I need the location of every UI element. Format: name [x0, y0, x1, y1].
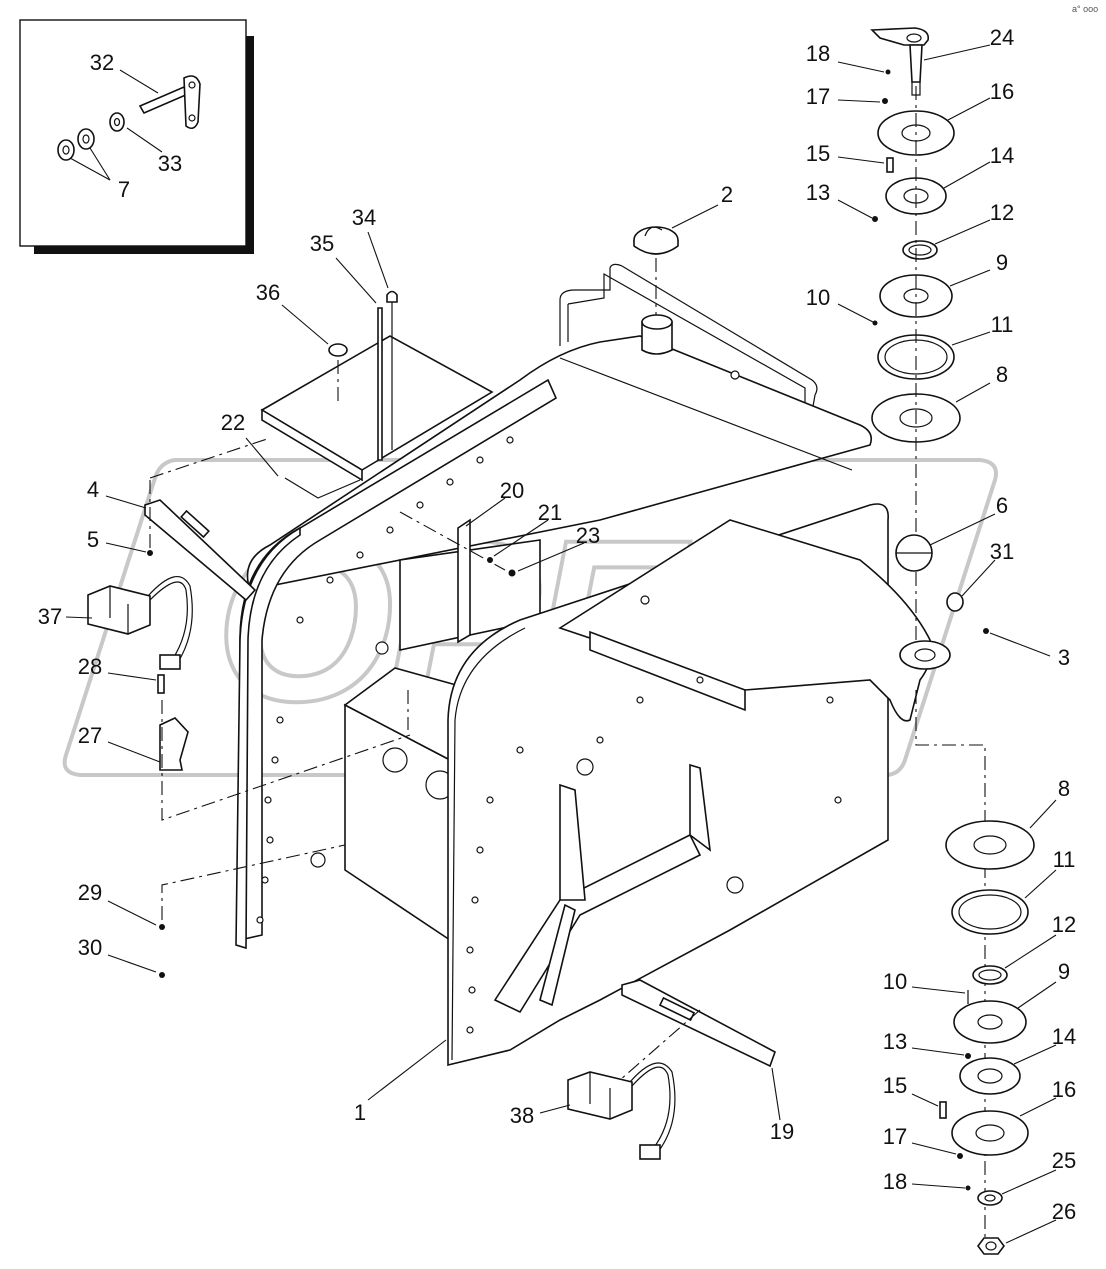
callout-c37: 37 [38, 604, 62, 629]
frame-top-deck [246, 335, 873, 591]
handle-4 [105, 437, 271, 602]
callout-c33: 33 [158, 151, 182, 176]
callout-c30: 30 [78, 935, 102, 960]
washer-17b [957, 1153, 963, 1159]
callout-c31: 31 [990, 539, 1014, 564]
callout-c11b: 11 [1053, 847, 1076, 872]
callout-c32: 32 [90, 50, 114, 75]
callout-c8b: 8 [1058, 776, 1070, 801]
callout-c2: 2 [721, 182, 733, 207]
washer-17 [882, 98, 888, 104]
bolt-35 [377, 307, 383, 461]
bolt-34 [386, 290, 398, 303]
top-cover-panel [245, 231, 494, 499]
plate-holes [256, 370, 842, 1034]
callout-c22: 22 [221, 410, 245, 435]
callout-c17b: 17 [883, 1124, 907, 1149]
pin-32-plate [183, 75, 201, 130]
grease-3 [983, 628, 989, 634]
callout-c11t: 11 [991, 312, 1014, 337]
callout-c27: 27 [78, 723, 102, 748]
callout-c38: 38 [510, 1103, 534, 1128]
pin-18b [965, 1185, 971, 1191]
callout-c13b: 13 [883, 1029, 907, 1054]
callout-c28: 28 [78, 654, 102, 679]
callout-c15t: 15 [806, 141, 830, 166]
nut-30 [159, 972, 165, 978]
callout-c19: 19 [770, 1119, 794, 1144]
callout-c17t: 17 [806, 84, 830, 109]
cap-2 [633, 204, 719, 318]
callout-c9t: 9 [996, 250, 1008, 275]
pin-10 [872, 320, 878, 326]
callout-c16b: 16 [1052, 1077, 1076, 1102]
callout-c18t: 18 [806, 41, 830, 66]
callout-c9b: 9 [1058, 959, 1070, 984]
nut-13b [965, 1053, 971, 1059]
bolt-15 [886, 157, 894, 173]
callout-c18b: 18 [883, 1169, 907, 1194]
bolt-28 [157, 674, 165, 694]
callout-c6: 6 [996, 493, 1008, 518]
callout-c10t: 10 [806, 285, 830, 310]
callout-c14t: 14 [990, 143, 1014, 168]
callout-c23: 23 [576, 523, 600, 548]
bracket-20 [457, 518, 471, 644]
callout-c36: 36 [256, 280, 280, 305]
callout-c29: 29 [78, 880, 102, 905]
callout-c21: 21 [538, 500, 562, 525]
callout-c12t: 12 [990, 200, 1014, 225]
lower-pivot-stack [911, 690, 1057, 1255]
callout-c8t: 8 [996, 362, 1008, 387]
callout-c24r: 24 [990, 25, 1014, 50]
handle-19 [619, 979, 781, 1121]
upper-pivot-stack [837, 27, 1051, 657]
callout-c3: 3 [1058, 645, 1070, 670]
callout-c12b: 12 [1052, 912, 1076, 937]
bracket-27 [107, 672, 411, 978]
callout-c15b: 15 [883, 1073, 907, 1098]
fasteners-21-23 [399, 497, 585, 577]
fitting-31 [946, 592, 964, 612]
callout-c10b: 10 [883, 969, 907, 994]
callout-c16t: 16 [990, 79, 1014, 104]
corner-mark: a° ooo [1072, 4, 1098, 14]
light-38 [539, 1062, 676, 1160]
callout-c35: 35 [310, 231, 334, 256]
callout-c5: 5 [87, 527, 99, 552]
bolt-15b [939, 1101, 947, 1119]
callout-c1: 1 [354, 1100, 366, 1125]
nut-13 [872, 216, 878, 222]
callout-c14b: 14 [1052, 1024, 1076, 1049]
callout-c25: 25 [1052, 1148, 1076, 1173]
inset-detail [19, 19, 254, 254]
callout-c4: 4 [87, 477, 99, 502]
inset-frame [19, 19, 247, 247]
light-37 [65, 576, 193, 670]
callout-c26: 26 [1052, 1199, 1076, 1224]
grommet-36 [328, 343, 348, 357]
callout-c20: 20 [500, 478, 524, 503]
callout-c7: 7 [118, 177, 130, 202]
washer-29 [159, 924, 165, 930]
callout-c34: 34 [352, 205, 376, 230]
pin-18 [885, 69, 891, 75]
callout-c13t: 13 [806, 180, 830, 205]
loader-frame-1 [235, 263, 951, 1101]
